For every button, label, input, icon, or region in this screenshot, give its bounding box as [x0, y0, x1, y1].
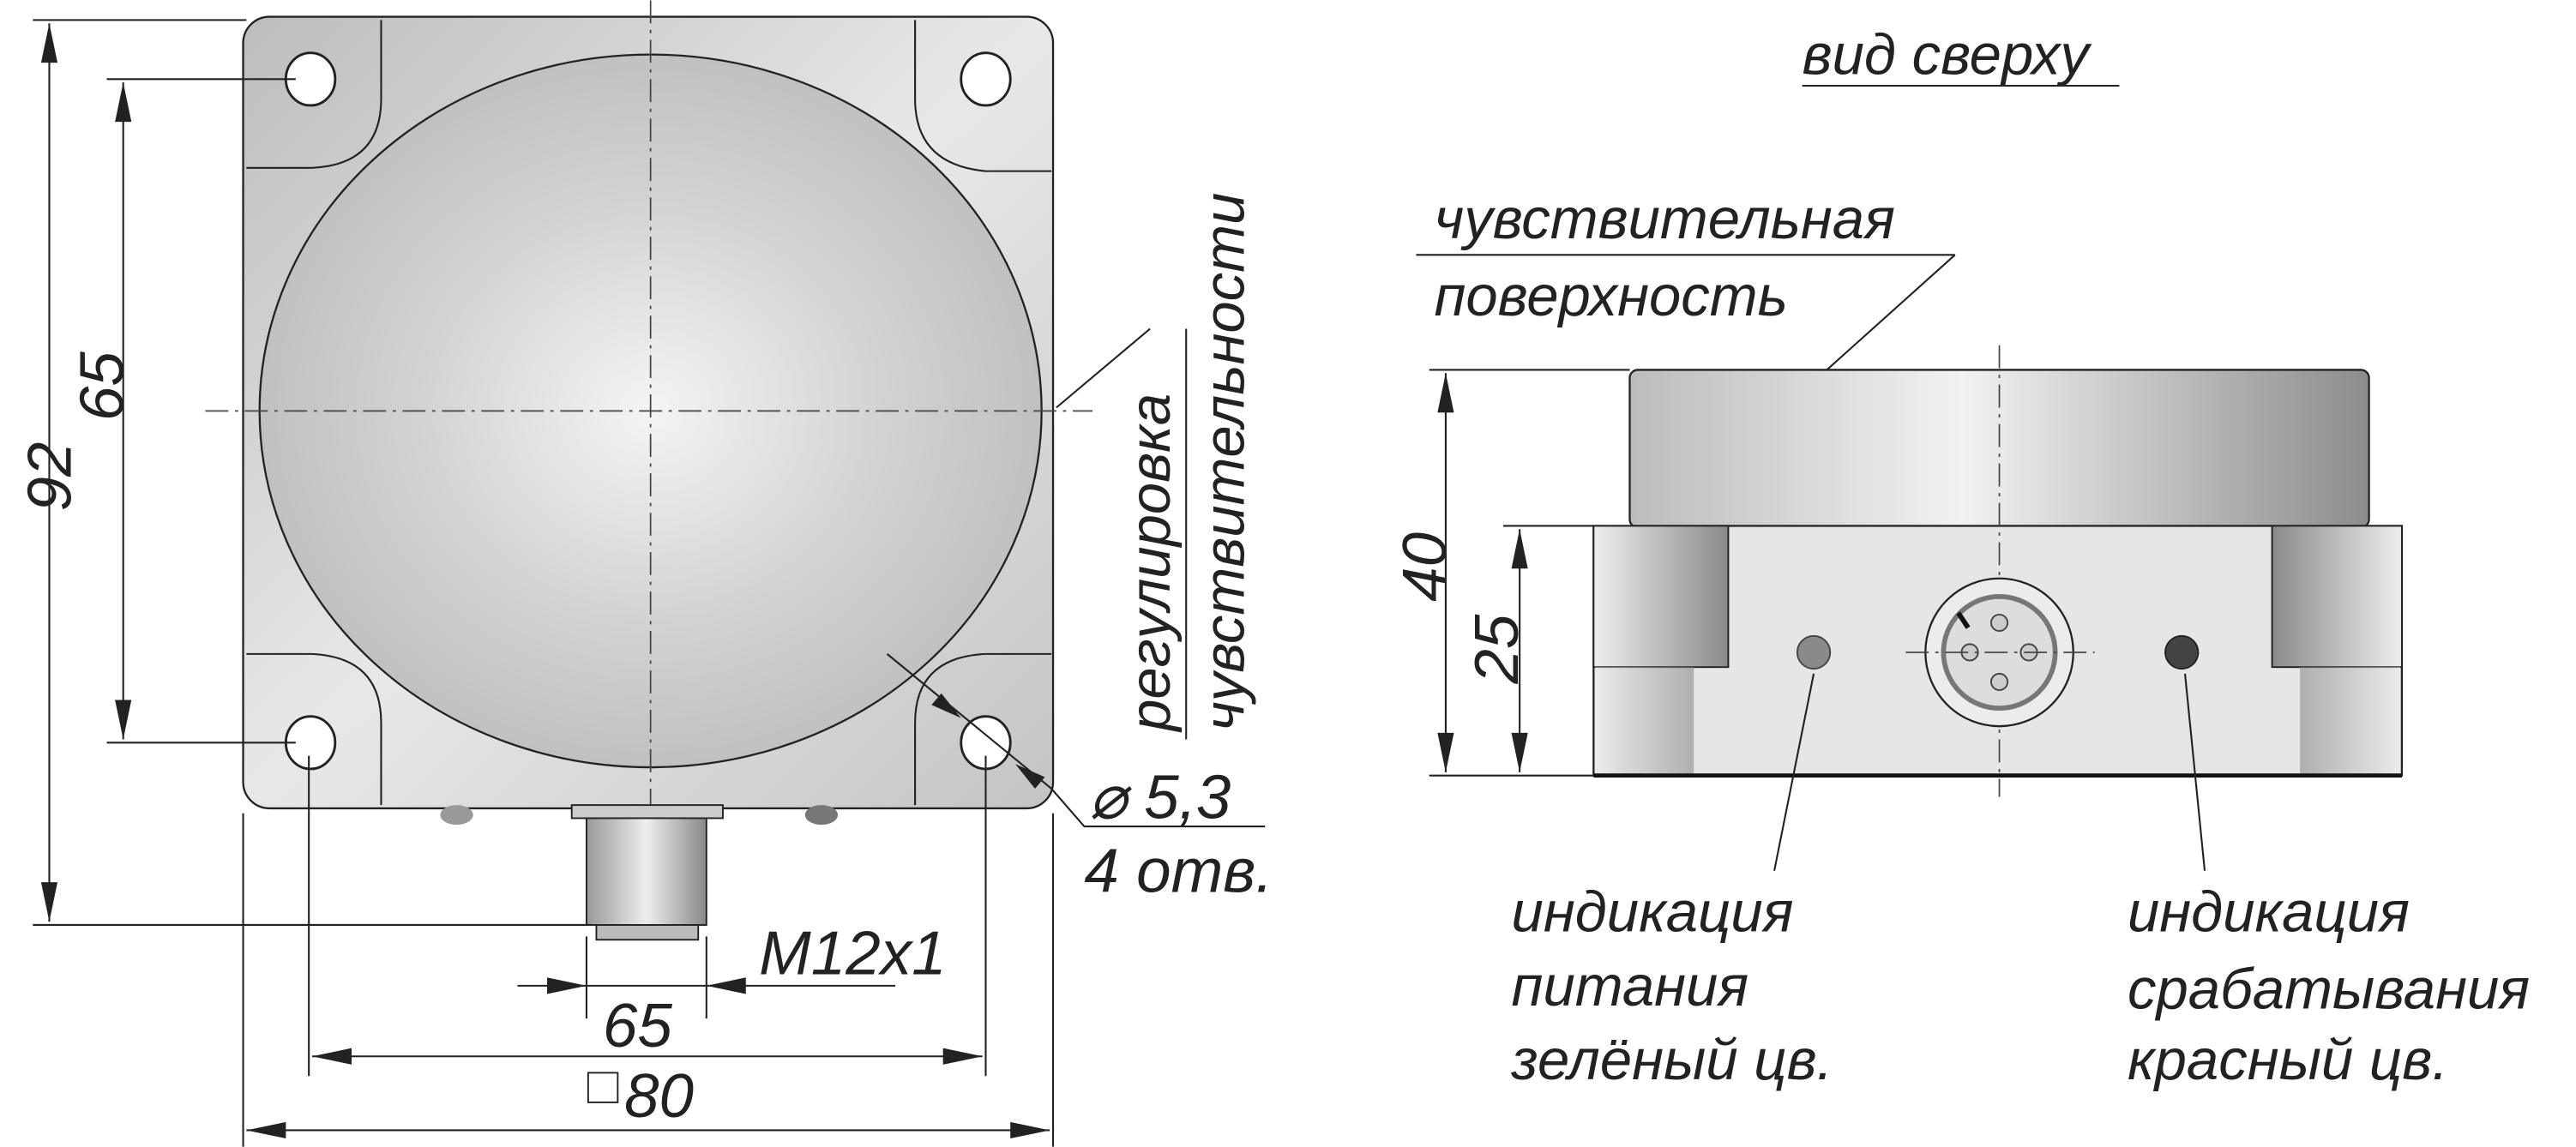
trigger-led-label-1: индикация [2128, 880, 2410, 945]
front-view: 92 65 65 80 M12x1 ⌀ 5,3 4 отв. р [15, 0, 1273, 1147]
trigger-led [2164, 634, 2200, 670]
dim-hole-spacing-vertical: 65 [68, 351, 137, 421]
adjust-label-line2: чувствительности [1192, 193, 1256, 731]
thread-label: M12x1 [759, 918, 947, 988]
top-view: вид сверху чувствительная поверхность [1390, 23, 2530, 1092]
surface-label-line1: чувствительная [1435, 187, 1895, 251]
square-symbol [587, 1072, 619, 1103]
power-led-label-2: питания [1512, 954, 1749, 1018]
m12-connector [570, 804, 724, 941]
trigger-led-label-3: красный цв. [2128, 1028, 2448, 1092]
hole-diameter-label: ⌀ 5,3 [1089, 762, 1231, 832]
dim-hole-spacing-horizontal: 65 [603, 991, 672, 1060]
top-view-title: вид сверху [1803, 23, 2092, 87]
led-bump-left [440, 805, 473, 826]
power-led [1796, 634, 1832, 670]
power-led-label-3: зелёный цв. [1511, 1028, 1833, 1092]
dim-total-height-40: 40 [1390, 532, 1460, 602]
surface-label-line2: поверхность [1435, 264, 1788, 328]
connector-socket [1905, 577, 2095, 728]
dim-height-92: 92 [15, 441, 84, 511]
dim-base-height-25: 25 [1462, 614, 1532, 684]
power-led-label-1: индикация [1512, 880, 1794, 945]
trigger-led-label-2: срабатывания [2128, 958, 2530, 1022]
dim-width-80: 80 [624, 1061, 694, 1131]
adjust-label-line1: регулировка [1118, 393, 1183, 733]
led-bump-right [804, 805, 839, 826]
hole-count-label: 4 отв. [1084, 837, 1273, 906]
